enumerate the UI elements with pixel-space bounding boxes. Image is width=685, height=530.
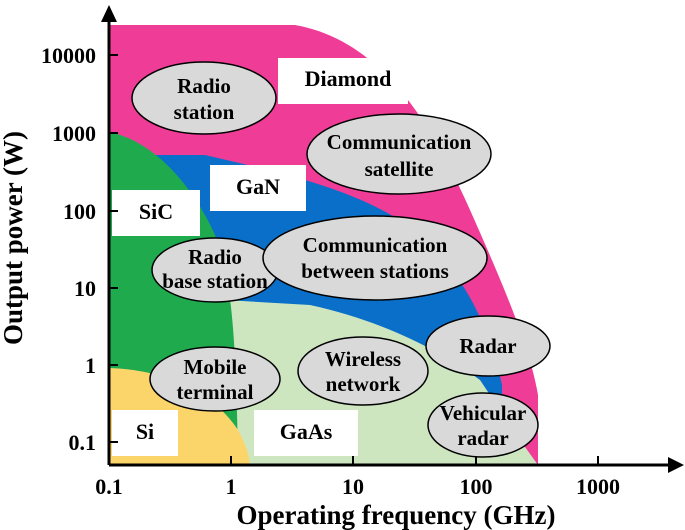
- svg-text:Radio: Radio: [188, 245, 242, 269]
- gan-label-box: [210, 165, 306, 211]
- bubble-communication-satellite: Communication satellite: [306, 113, 492, 195]
- y-tick-label: 1: [85, 353, 96, 378]
- svg-text:Wireless: Wireless: [325, 347, 401, 371]
- axes: 0.1 1 10 100 1000 0.1 1 10 100 1000 1000…: [0, 5, 684, 530]
- x-tick-label: 0.1: [95, 474, 123, 499]
- svg-text:network: network: [326, 372, 401, 396]
- bubble-radar: Radar: [425, 315, 551, 377]
- x-tick-label: 100: [460, 474, 493, 499]
- x-tick-label: 10: [342, 474, 364, 499]
- bubble-mobile-terminal: Mobile terminal: [149, 346, 281, 412]
- diamond-label: Diamond: [305, 66, 392, 91]
- y-tick-label: 100: [63, 199, 96, 224]
- svg-text:satellite: satellite: [365, 157, 434, 181]
- diamond-label-box: [278, 58, 408, 104]
- svg-text:terminal: terminal: [177, 380, 254, 404]
- svg-text:radar: radar: [457, 426, 508, 450]
- y-tick-label: 10000: [41, 43, 96, 68]
- region-label-boxes: [112, 58, 408, 456]
- x-tick-label: 1: [226, 474, 237, 499]
- svg-text:Vehicular: Vehicular: [440, 401, 527, 425]
- x-axis-arrow: [668, 457, 684, 473]
- gaas-label-box: [254, 410, 358, 456]
- svg-text:base station: base station: [162, 269, 268, 293]
- x-tick-marks: [230, 456, 599, 465]
- bubble-radio-base-station: Radio base station: [151, 237, 279, 303]
- gaas-label: GaAs: [280, 419, 333, 444]
- y-tick-label: 0.1: [69, 430, 97, 455]
- sic-label: SiC: [139, 199, 173, 224]
- si-label: Si: [136, 419, 154, 444]
- y-axis-title: Output power (W): [0, 131, 28, 345]
- svg-text:between stations: between stations: [301, 259, 449, 283]
- svg-text:Mobile: Mobile: [184, 355, 247, 379]
- bubble-vehicular-radar: Vehicular radar: [427, 392, 539, 458]
- gan-label: GaN: [236, 174, 280, 199]
- bubble-wireless-network: Wireless network: [297, 336, 429, 406]
- sic-label-box: [112, 190, 200, 236]
- x-axis-title: Operating frequency (GHz): [237, 500, 556, 530]
- y-tick-label: 10: [74, 276, 96, 301]
- x-tick-label: 1000: [576, 474, 620, 499]
- svg-text:Radio: Radio: [177, 74, 231, 98]
- bubble-radio-station: Radio station: [131, 61, 277, 135]
- svg-text:station: station: [174, 100, 235, 124]
- y-tick-marks: [109, 54, 118, 443]
- y-tick-label: 1000: [52, 121, 96, 146]
- si-label-box: [112, 410, 178, 456]
- svg-text:Communication: Communication: [303, 233, 448, 257]
- region-labels: Diamond GaN SiC Si GaAs: [136, 66, 392, 444]
- bubble-communication-between-stations: Communication between stations: [262, 215, 488, 301]
- y-tick-labels: 0.1 1 10 100 1000 10000: [41, 43, 96, 455]
- y-axis-arrow: [101, 5, 117, 22]
- svg-text:Communication: Communication: [327, 130, 472, 154]
- x-tick-labels: 0.1 1 10 100 1000: [95, 474, 620, 499]
- svg-text:Radar: Radar: [459, 334, 516, 358]
- application-bubbles: Radio station Communication satellite Ra…: [131, 61, 551, 458]
